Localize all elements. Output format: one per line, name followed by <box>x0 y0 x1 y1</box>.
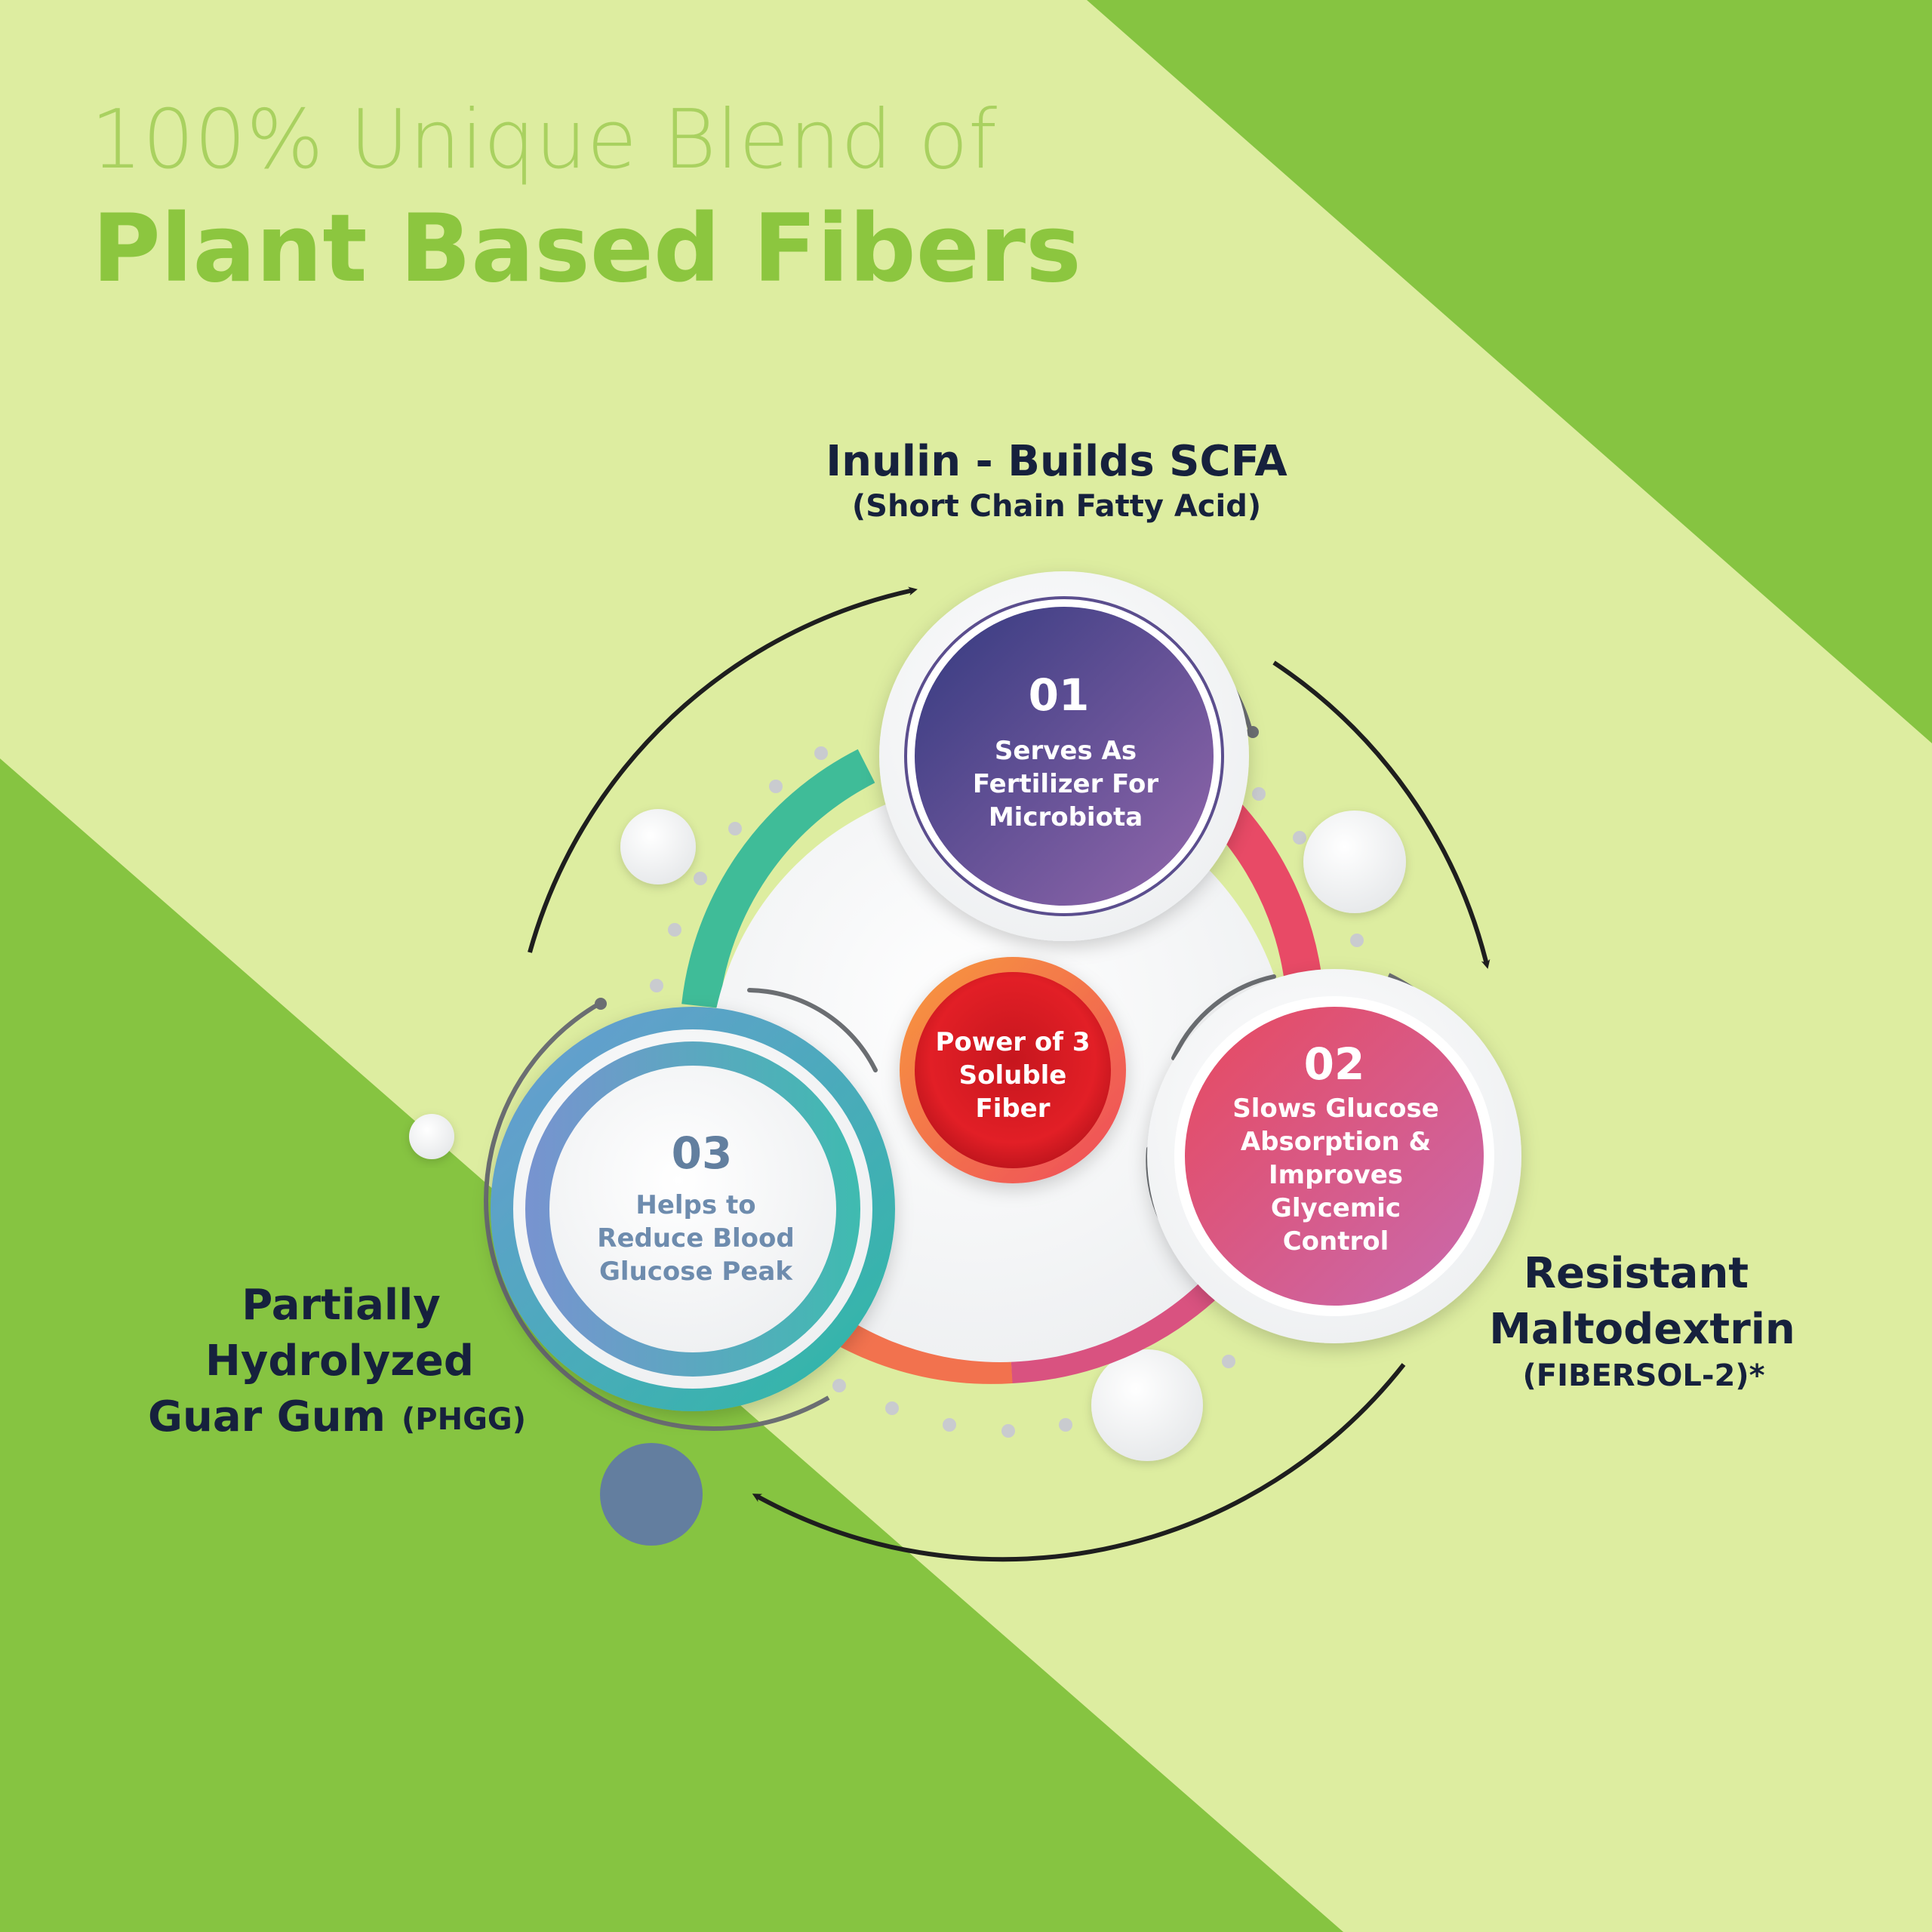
label-maltodextrin-title-1: Resistant <box>1524 1249 1749 1298</box>
arrow-03-to-01 <box>528 586 918 953</box>
label-phgg-title-2: Hydrolyzed <box>205 1337 474 1386</box>
label-phgg-title-3: Guar Gum <box>148 1392 386 1441</box>
node-01-line-1: Serves As <box>995 736 1137 766</box>
background-band-top-right <box>1087 0 1932 743</box>
center-line-3: Fiber <box>975 1094 1050 1124</box>
node-03-line-3: Glucose Peak <box>599 1257 793 1287</box>
center-line-2: Soluble <box>959 1060 1067 1091</box>
label-inulin-sub: (Short Chain Fatty Acid) <box>852 489 1261 524</box>
center-line-1: Power of 3 <box>936 1027 1091 1057</box>
bubble-far-left <box>409 1114 454 1159</box>
arrow-02-to-03 <box>752 1363 1406 1562</box>
node-03-line-1: Helps to <box>635 1190 755 1220</box>
title-line-1: 100% Unique Blend of <box>91 93 997 187</box>
node-02-line-1: Slows Glucose <box>1232 1094 1439 1124</box>
node-01: 01 Serves As Fertilizer For Microbiota <box>879 571 1259 941</box>
node-02-line-3: Improves <box>1269 1160 1403 1190</box>
arrow-01-to-02 <box>1272 660 1491 969</box>
label-maltodextrin-title-2: Maltodextrin <box>1489 1305 1795 1354</box>
node-01-line-3: Microbiota <box>989 802 1143 832</box>
node-02-line-5: Control <box>1283 1226 1389 1257</box>
node-02-line-2: Absorption & <box>1241 1127 1431 1157</box>
node-01-line-2: Fertilizer For <box>973 769 1159 799</box>
title-line-2: Plant Based Fibers <box>92 195 1081 303</box>
bubble-left <box>620 809 696 884</box>
node-02: 02 Slows Glucose Absorption & Improves G… <box>1147 969 1521 1343</box>
bubble-bottom <box>1091 1349 1203 1461</box>
bubble-right <box>1303 811 1406 913</box>
node-02-line-4: Glycemic <box>1271 1193 1401 1223</box>
label-phgg-suffix: (PHGG) <box>401 1402 526 1437</box>
node-03-line-2: Reduce Blood <box>597 1223 794 1254</box>
label-inulin-title: Inulin - Builds SCFA <box>826 437 1287 486</box>
label-phgg-title-1: Partially <box>242 1281 441 1330</box>
node-01-number: 01 <box>1029 669 1090 721</box>
label-maltodextrin-sub: (FIBERSOL-2)* <box>1522 1358 1764 1393</box>
slate-dot <box>600 1443 703 1546</box>
node-03-number: 03 <box>672 1128 733 1179</box>
node-03: 03 Helps to Reduce Blood Glucose Peak <box>483 998 895 1432</box>
node-02-number: 02 <box>1304 1038 1365 1090</box>
center-hub: Power of 3 Soluble Fiber <box>900 957 1126 1183</box>
